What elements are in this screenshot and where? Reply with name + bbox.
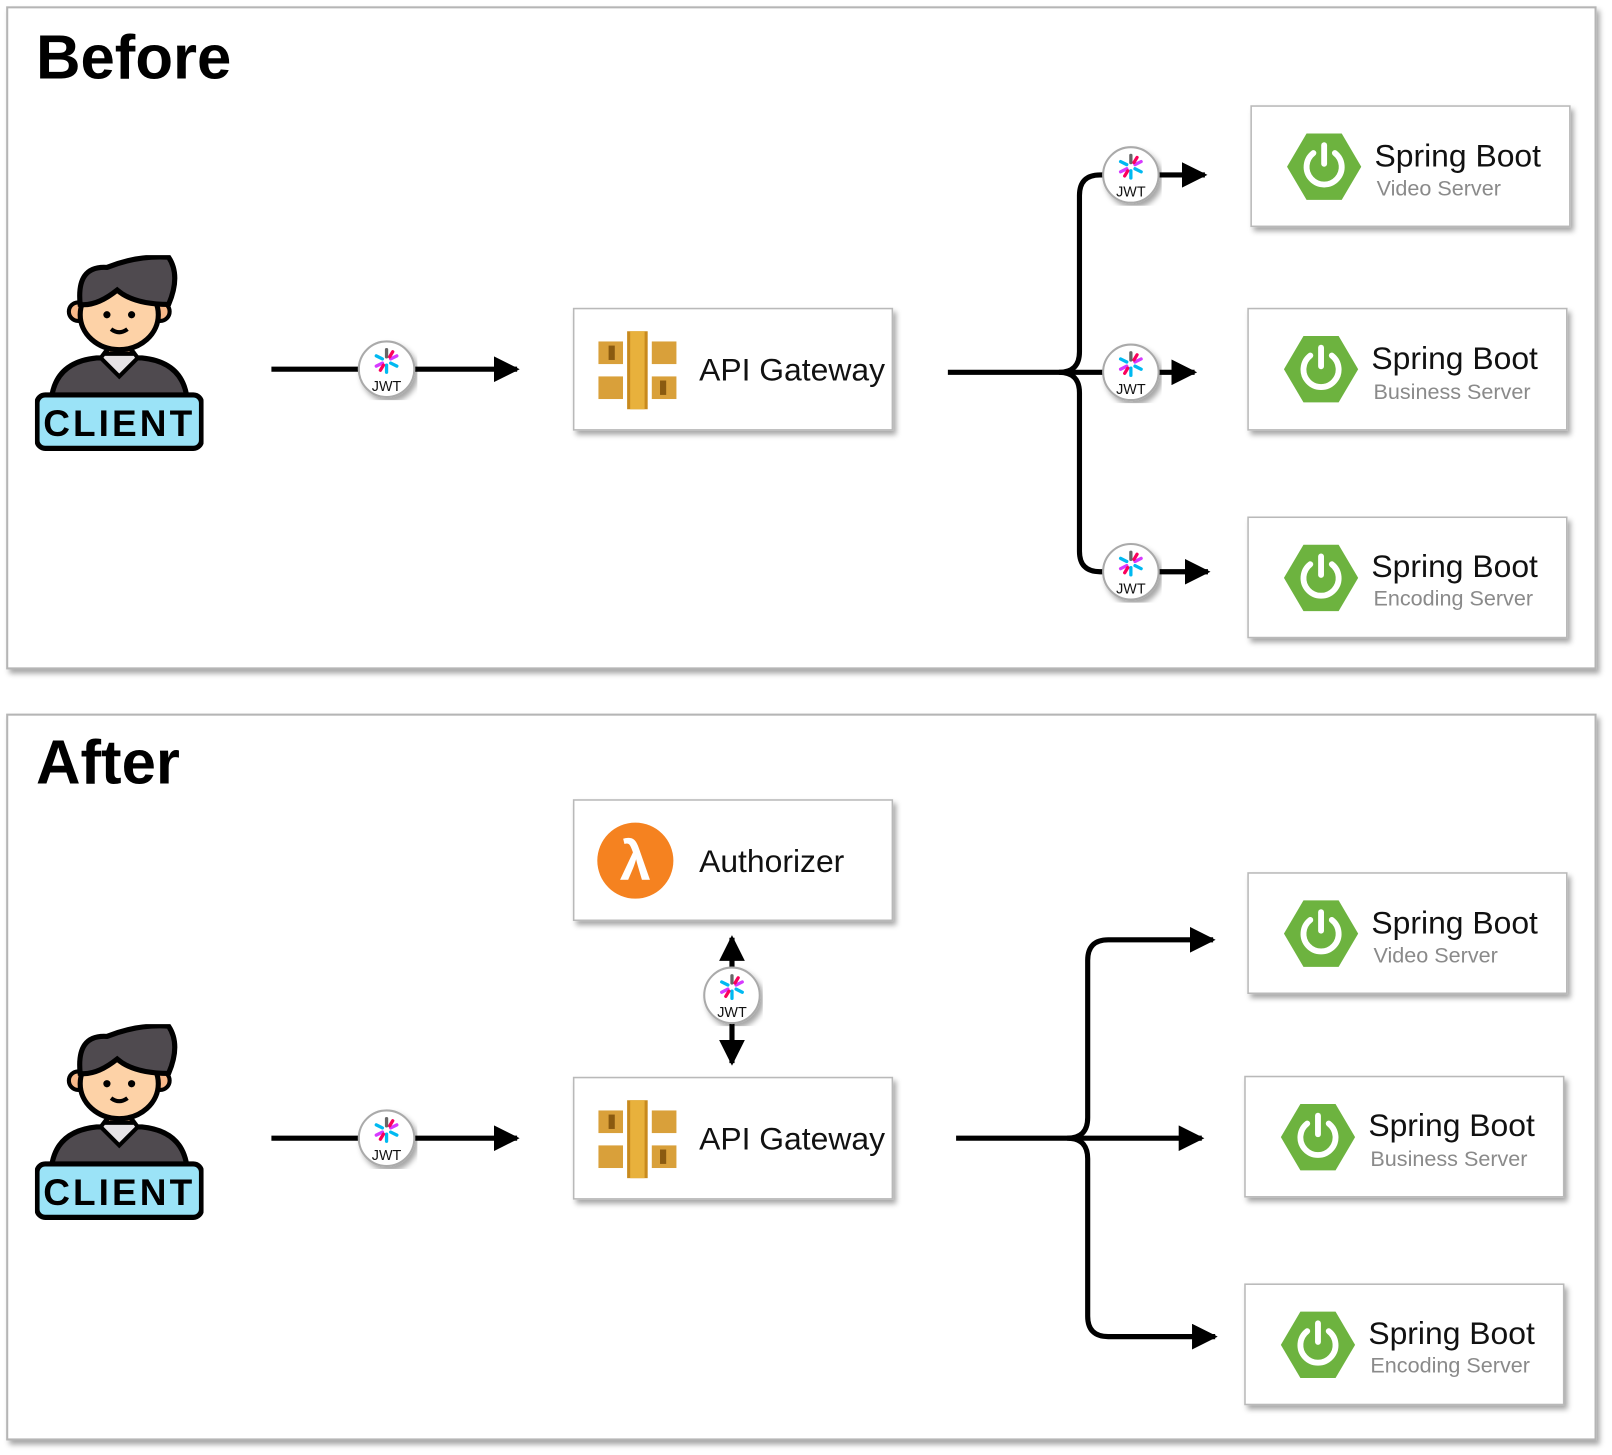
- lambda-icon: λ: [597, 822, 674, 899]
- client-label: CLIENT: [43, 402, 195, 444]
- arrow-to-encoding-server: [1066, 1135, 1218, 1350]
- jwt-label: JWT: [1116, 185, 1146, 201]
- service-subtitle: Business Server: [1373, 379, 1530, 404]
- spring-boot-encoding-server: Spring Boot Encoding Server: [1244, 1283, 1565, 1406]
- service-subtitle: Video Server: [1373, 942, 1497, 967]
- jwt-label: JWT: [372, 379, 402, 395]
- jwt-token-badge: JWT: [704, 968, 760, 1024]
- client-node: CLIENT: [37, 1026, 201, 1218]
- service-title: Spring Boot: [1371, 905, 1538, 941]
- jwt-label: JWT: [1116, 382, 1146, 398]
- after-panel: After CLIENT JWT λ Authorizer JWT API Ga…: [6, 713, 1597, 1441]
- spring-boot-business-server: Spring Boot Business Server: [1244, 1075, 1565, 1198]
- gateway-branch-arrows: [956, 926, 1218, 1350]
- svg-text:λ: λ: [620, 830, 651, 892]
- service-title: Spring Boot: [1368, 1315, 1535, 1351]
- api-gateway-label: API Gateway: [699, 352, 885, 388]
- spring-boot-video-server: Spring Boot Video Server: [1250, 105, 1571, 228]
- jwt-label: JWT: [372, 1148, 402, 1164]
- api-gateway-node: API Gateway: [572, 1076, 894, 1200]
- service-title: Spring Boot: [1371, 548, 1538, 584]
- jwt-label: JWT: [1116, 581, 1146, 597]
- service-title: Spring Boot: [1375, 138, 1542, 174]
- jwt-token-badge: JWT: [1103, 544, 1159, 600]
- before-panel: Before CLIENT JWT API Gateway JWT JWT JW…: [6, 6, 1597, 670]
- service-subtitle: Encoding Server: [1373, 586, 1533, 611]
- client-label: CLIENT: [43, 1171, 195, 1213]
- arrow-to-encoding-server: [1058, 369, 1211, 585]
- after-title: After: [36, 729, 180, 798]
- jwt-token-badge: JWT: [359, 1110, 415, 1166]
- spring-boot-encoding-server: Spring Boot Encoding Server: [1247, 516, 1568, 639]
- api-gateway-label: API Gateway: [699, 1121, 885, 1157]
- authorizer-node: λ Authorizer: [572, 799, 894, 922]
- service-subtitle: Encoding Server: [1370, 1353, 1530, 1378]
- jwt-token-badge: JWT: [1103, 147, 1159, 203]
- before-title: Before: [36, 23, 231, 92]
- spring-boot-business-server: Spring Boot Business Server: [1247, 307, 1568, 431]
- service-subtitle: Video Server: [1377, 175, 1501, 200]
- jwt-token-badge: JWT: [359, 341, 415, 397]
- service-subtitle: Business Server: [1370, 1146, 1527, 1171]
- client-node: CLIENT: [37, 257, 201, 449]
- jwt-label: JWT: [717, 1005, 747, 1021]
- authorizer-label: Authorizer: [699, 843, 845, 879]
- spring-boot-video-server: Spring Boot Video Server: [1247, 872, 1568, 995]
- service-title: Spring Boot: [1371, 340, 1538, 376]
- jwt-token-badge: JWT: [1103, 345, 1159, 401]
- api-gateway-node: API Gateway: [572, 307, 894, 431]
- service-title: Spring Boot: [1368, 1107, 1535, 1143]
